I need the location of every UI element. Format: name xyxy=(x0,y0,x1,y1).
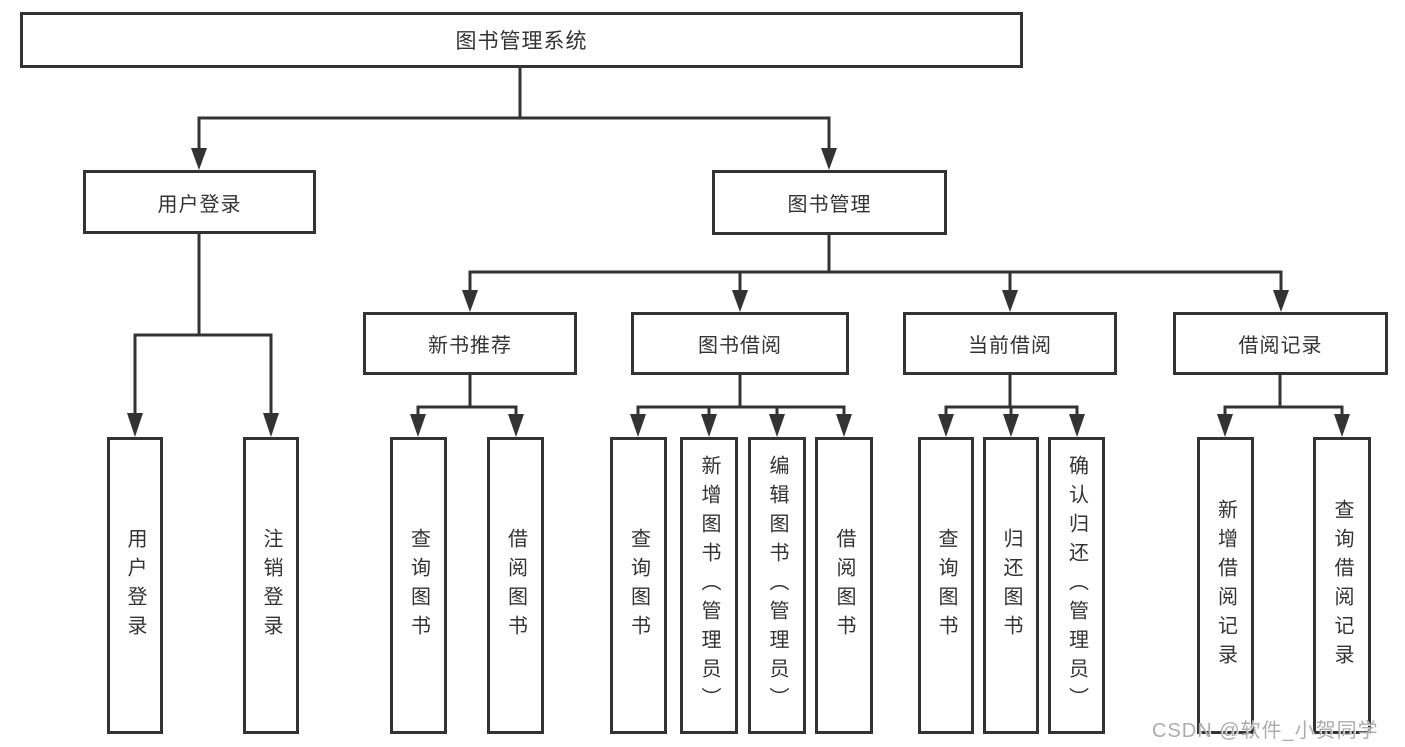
node-label: 当前借阅 xyxy=(968,335,1052,357)
node-label: 确认归还（管理员） xyxy=(1065,455,1088,716)
csdn-watermark: CSDN @软件_小贺同学 xyxy=(1152,720,1379,742)
node-label: 借阅记录 xyxy=(1238,335,1323,357)
node-label: 注销登录 xyxy=(260,527,282,644)
node-label: 新书推荐 xyxy=(428,335,512,357)
node-label: 借阅图书 xyxy=(504,527,527,644)
node-label: 用户登录 xyxy=(124,527,146,644)
connector-borrowing-branch xyxy=(636,405,846,416)
leaf-logout: 注销登录 xyxy=(243,437,299,734)
leaf-query-books-recommend: 查询图书 xyxy=(390,437,447,734)
node-label: 查询借阅记录 xyxy=(1331,498,1353,673)
leaf-edit-books-admin: 编辑图书（管理员） xyxy=(748,437,806,734)
node-label: 查询图书 xyxy=(407,527,430,644)
connector-root-branch xyxy=(197,116,831,150)
node-label: 借阅图书 xyxy=(833,527,855,644)
node-user-login: 用户登录 xyxy=(83,170,316,234)
leaf-add-borrow-record: 新增借阅记录 xyxy=(1197,437,1254,734)
leaf-borrow-books-recommend: 借阅图书 xyxy=(487,437,544,734)
node-label: 查询图书 xyxy=(935,527,957,644)
node-label: 图书管理 xyxy=(787,194,872,216)
leaf-query-books-borrowing: 查询图书 xyxy=(610,437,667,734)
arrowheads xyxy=(127,148,1350,437)
node-current-borrowing: 当前借阅 xyxy=(903,312,1117,375)
node-label: 查询图书 xyxy=(627,527,650,644)
leaf-borrow-books: 借阅图书 xyxy=(815,437,873,734)
node-label: 图书借阅 xyxy=(698,335,782,357)
node-book-borrowing: 图书借阅 xyxy=(631,312,849,375)
node-new-book-recommendation: 新书推荐 xyxy=(363,312,577,375)
connector-bookmgmt-branch xyxy=(468,270,1283,290)
node-label: 用户登录 xyxy=(157,193,242,216)
node-label: 归还图书 xyxy=(1000,527,1022,644)
node-library-management-system: 图书管理系统 xyxy=(20,12,1023,68)
leaf-confirm-return-admin: 确认归还（管理员） xyxy=(1048,437,1105,734)
leaf-add-books-admin: 新增图书（管理员） xyxy=(680,437,738,734)
leaf-return-books: 归还图书 xyxy=(983,437,1039,734)
node-borrowing-records: 借阅记录 xyxy=(1173,312,1388,375)
node-book-management: 图书管理 xyxy=(712,170,947,235)
connector-newbooks-branch xyxy=(416,405,518,416)
node-label: 编辑图书（管理员） xyxy=(766,455,788,716)
node-label: 新增图书（管理员） xyxy=(698,455,720,716)
connector-userlogin-branch xyxy=(133,333,273,414)
leaf-query-books-current: 查询图书 xyxy=(918,437,974,734)
node-label: 新增借阅记录 xyxy=(1214,498,1237,673)
connector-records-branch xyxy=(1223,405,1344,415)
leaf-user-login: 用户登录 xyxy=(107,437,163,734)
node-label: 图书管理系统 xyxy=(455,30,588,53)
leaf-query-borrow-record: 查询借阅记录 xyxy=(1313,437,1371,734)
